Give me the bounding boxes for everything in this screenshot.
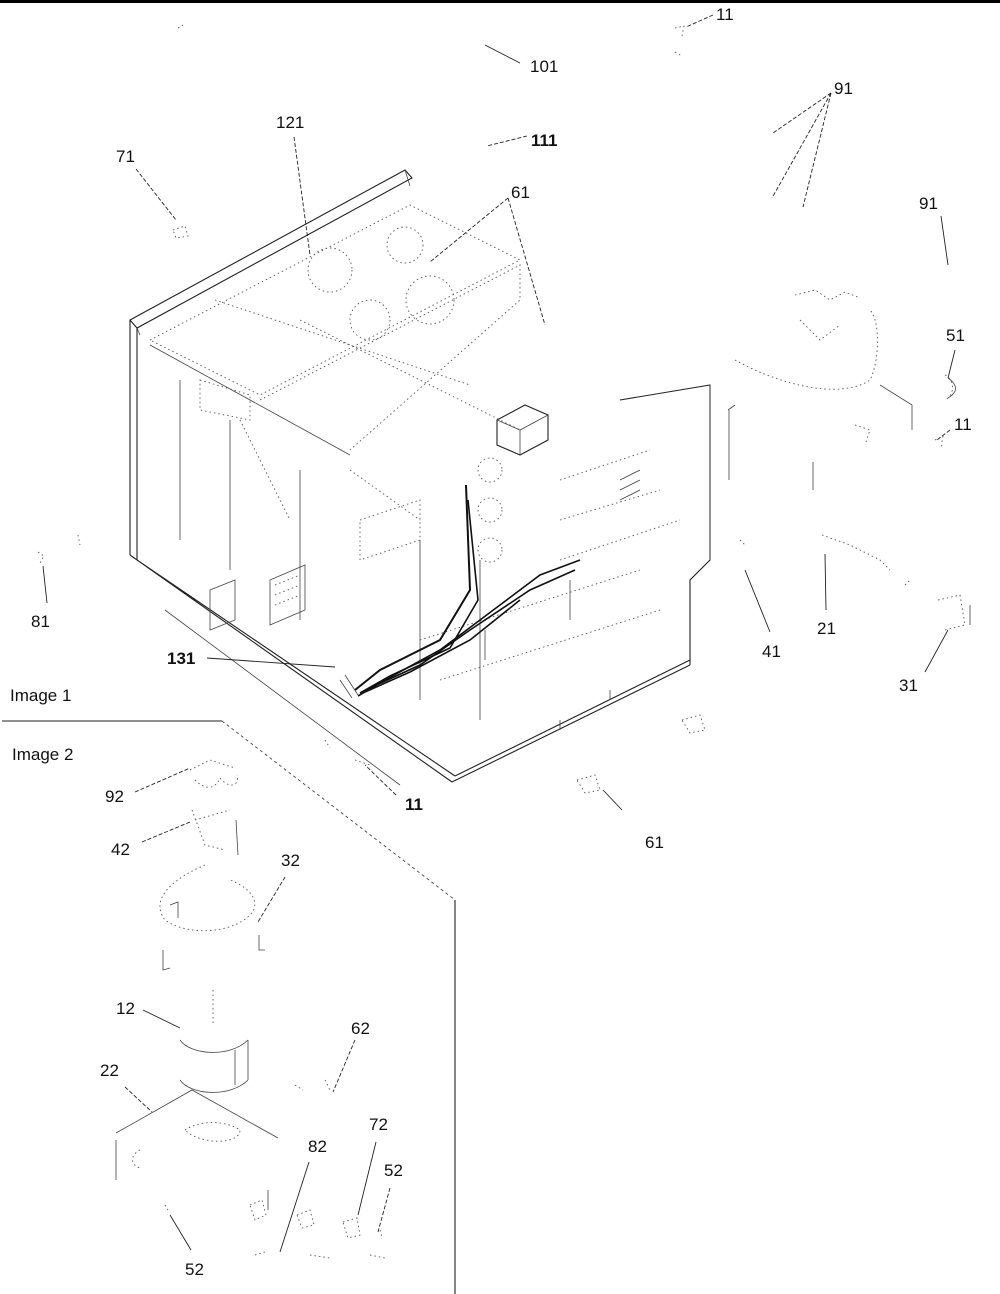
callout-131: 131 (167, 649, 195, 668)
callout-81: 81 (31, 612, 50, 631)
cabinet-assembly (129, 169, 711, 786)
leader-lines-image1 (42, 14, 956, 811)
callout-31: 31 (899, 676, 918, 695)
callout-101: 101 (530, 57, 558, 76)
callout-11-top: 11 (716, 5, 734, 24)
section-label-image-2: Image 2 (12, 745, 73, 764)
callout-62: 62 (351, 1019, 370, 1038)
callout-32: 32 (281, 851, 300, 870)
top-border (0, 0, 1000, 3)
wire-harness (339, 484, 581, 699)
callout-61-top: 61 (511, 183, 530, 202)
callout-82: 82 (308, 1137, 327, 1156)
callout-51: 51 (946, 326, 965, 345)
callout-121: 121 (276, 113, 304, 132)
section-separator (2, 720, 456, 1294)
callout-21: 21 (817, 619, 836, 638)
section-labels: Image 1 Image 2 (10, 686, 73, 764)
hardware-parts (37, 24, 944, 794)
callout-61-bottom: 61 (645, 833, 664, 852)
callout-12: 12 (116, 999, 135, 1018)
callout-42: 42 (111, 840, 130, 859)
callout-11-right: 11 (954, 415, 972, 434)
callouts-image2: 92 42 32 12 62 22 72 82 52 52 (100, 787, 403, 1279)
callout-41: 41 (762, 642, 781, 661)
callouts-image1: 101 11 91 121 111 71 61 91 51 11 81 21 4… (31, 5, 972, 852)
callout-91-right: 91 (919, 194, 938, 213)
callout-52-right: 52 (384, 1161, 403, 1180)
section-label-image-1: Image 1 (10, 686, 71, 705)
callout-22: 22 (100, 1061, 119, 1080)
callout-111: 111 (531, 131, 558, 150)
callout-11-bottom: 11 (405, 795, 423, 814)
callout-71: 71 (116, 147, 135, 166)
callout-91-top: 91 (834, 79, 853, 98)
callout-72: 72 (369, 1115, 388, 1134)
blower-assembly (115, 759, 386, 1259)
leader-lines-image2 (124, 767, 391, 1253)
fan-assembly (727, 289, 971, 631)
callout-52-bottom: 52 (185, 1260, 204, 1279)
callout-92: 92 (105, 787, 124, 806)
